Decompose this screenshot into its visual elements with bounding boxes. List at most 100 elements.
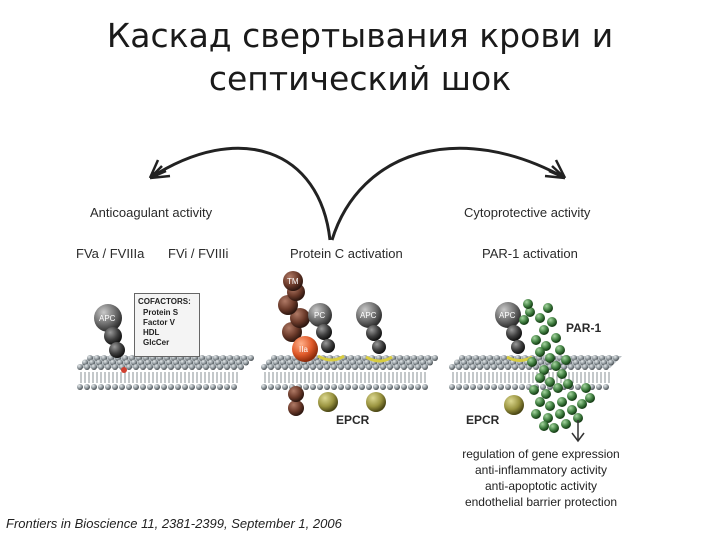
lipid-head xyxy=(603,384,609,390)
citation: Frontiers in Bioscience 11, 2381-2399, S… xyxy=(6,516,342,531)
par1-bead xyxy=(567,391,577,401)
lipid-head xyxy=(268,364,274,370)
lipid-head xyxy=(217,364,223,370)
lipid-head xyxy=(243,360,249,366)
lipid-head xyxy=(359,364,365,370)
lipid-head xyxy=(575,384,581,390)
tm-label: TM xyxy=(287,277,299,286)
lipid-head xyxy=(217,384,223,390)
lipid-head xyxy=(248,355,254,361)
lipid-head xyxy=(91,384,97,390)
lipid-head xyxy=(519,384,525,390)
lipid-head xyxy=(470,384,476,390)
lipid-head xyxy=(203,364,209,370)
lipid-head xyxy=(119,384,125,390)
epcr-middle xyxy=(318,392,386,412)
outcome-item: endothelial barrier protection xyxy=(436,494,646,510)
par1-bead xyxy=(545,353,555,363)
lipid-head xyxy=(432,355,438,361)
lipid-head xyxy=(498,364,504,370)
lipid-head xyxy=(491,364,497,370)
lipid-head xyxy=(568,364,574,370)
lipid-head xyxy=(394,384,400,390)
lipid-head xyxy=(77,384,83,390)
lipid-head xyxy=(359,384,365,390)
par1-bead xyxy=(561,419,571,429)
lipid-head xyxy=(401,384,407,390)
par1-bead xyxy=(531,409,541,419)
lipid-head xyxy=(224,364,230,370)
lipid-head xyxy=(98,384,104,390)
lipid-head xyxy=(596,364,602,370)
lipid-head xyxy=(456,364,462,370)
epcr-label-middle: EPCR xyxy=(336,413,369,427)
anticoagulant-header: Anticoagulant activity xyxy=(90,205,212,220)
lipid-head xyxy=(112,384,118,390)
lipid-head xyxy=(589,364,595,370)
lipid-head xyxy=(401,364,407,370)
lipid-head xyxy=(296,364,302,370)
par1-bead xyxy=(539,325,549,335)
lipid-head xyxy=(182,384,188,390)
lipid-head xyxy=(317,384,323,390)
lipid-head xyxy=(484,384,490,390)
cofactor-item: Protein S xyxy=(138,308,196,318)
lipid-head xyxy=(512,364,518,370)
lipid-head xyxy=(238,364,244,370)
par1-bead xyxy=(519,315,529,325)
lipid-head xyxy=(161,364,167,370)
thrombin: IIa xyxy=(292,336,318,362)
lipid-head xyxy=(91,364,97,370)
lipid-head xyxy=(331,364,337,370)
lipid-head xyxy=(182,364,188,370)
lipid-head xyxy=(449,364,455,370)
lipid-head xyxy=(224,384,230,390)
lipid-head xyxy=(373,384,379,390)
lipid-head xyxy=(582,364,588,370)
par1-label: PAR-1 xyxy=(566,321,601,335)
lipid-head xyxy=(366,364,372,370)
lipid-head xyxy=(161,384,167,390)
par1-bead xyxy=(557,369,567,379)
apc-right-label: APC xyxy=(499,311,516,320)
lipid-head xyxy=(380,384,386,390)
lipid-head xyxy=(126,364,132,370)
lipid-head xyxy=(154,384,160,390)
lipid-head xyxy=(512,384,518,390)
lipid-head xyxy=(352,364,358,370)
lipid-head xyxy=(456,384,462,390)
lipid-head xyxy=(477,364,483,370)
lipid-head xyxy=(324,364,330,370)
lipid-head xyxy=(268,384,274,390)
membrane-binding-dot xyxy=(121,367,127,373)
par1-bead xyxy=(561,355,571,365)
cytoprotective-header: Cytoprotective activity xyxy=(464,205,590,220)
par1-bead xyxy=(577,399,587,409)
lipid-head xyxy=(613,355,619,361)
lipid-head xyxy=(261,364,267,370)
par1-bead xyxy=(581,383,591,393)
lipid-head xyxy=(394,364,400,370)
lipid-head xyxy=(154,364,160,370)
lipid-head xyxy=(105,384,111,390)
lipid-head xyxy=(147,384,153,390)
cofactors-title: COFACTORS: xyxy=(138,297,196,307)
lipid-head xyxy=(498,384,504,390)
lipid-head xyxy=(331,384,337,390)
lipid-head xyxy=(463,364,469,370)
epcr-label-right: EPCR xyxy=(466,413,499,427)
lipid-head xyxy=(231,384,237,390)
par1-bead xyxy=(529,385,539,395)
iia-label: IIa xyxy=(299,345,308,354)
lipid-head xyxy=(380,364,386,370)
lipid-head xyxy=(84,384,90,390)
lipid-head xyxy=(427,360,433,366)
lipid-head xyxy=(373,364,379,370)
lipid-head xyxy=(519,364,525,370)
par1-bead xyxy=(527,357,537,367)
lipid-head xyxy=(352,384,358,390)
left-curved-arrow xyxy=(150,148,330,240)
par1-bead xyxy=(523,299,533,309)
lipid-head xyxy=(422,364,428,370)
par1-bead xyxy=(549,423,559,433)
